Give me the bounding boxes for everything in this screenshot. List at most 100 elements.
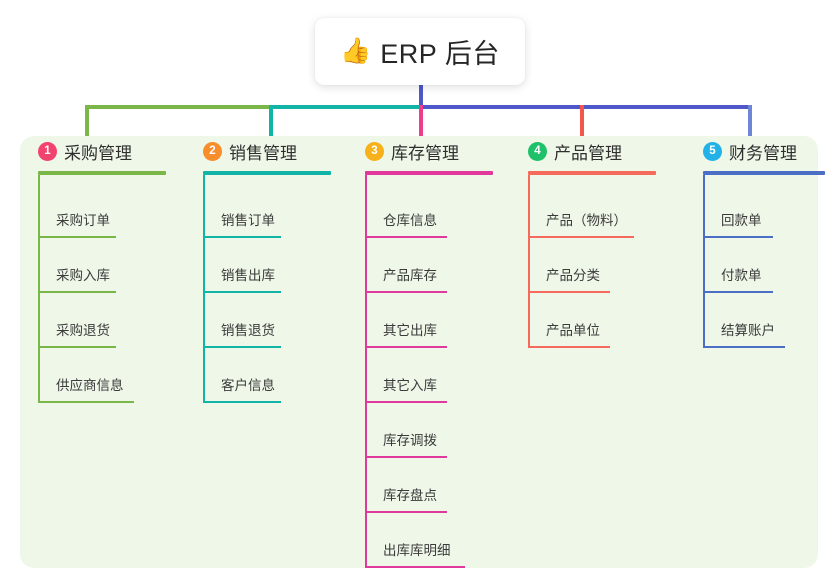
number-badge-icon: 5 xyxy=(703,141,722,161)
leaf-node-rule xyxy=(365,346,447,348)
leaf-node-label: 其它入库 xyxy=(383,378,437,393)
column-title: 库存管理 xyxy=(391,143,459,163)
leaf-node-label: 销售订单 xyxy=(221,213,275,228)
leaf-node-label: 产品分类 xyxy=(546,268,600,283)
column-spine xyxy=(38,175,40,403)
leaf-node-rule xyxy=(703,236,773,238)
drop-col-5 xyxy=(748,105,752,147)
leaf-node[interactable]: 库存盘点 xyxy=(347,458,522,513)
column-header-rule xyxy=(365,171,493,175)
column-header-3[interactable]: 3 库存管理 xyxy=(347,136,522,166)
leaf-node[interactable]: 其它入库 xyxy=(347,348,522,403)
leaf-node-label: 产品库存 xyxy=(383,268,437,283)
leaf-node-label: 销售退货 xyxy=(221,323,275,338)
drop-col-2 xyxy=(269,105,273,147)
bar-indigo xyxy=(419,105,750,109)
number-badge-icon: 3 xyxy=(365,141,384,161)
number-badge-icon: 4 xyxy=(528,141,547,161)
leaf-node-rule xyxy=(703,291,773,293)
leaf-node[interactable]: 产品单位 xyxy=(510,293,685,348)
leaf-node-label: 仓库信息 xyxy=(383,213,437,228)
leaf-node[interactable]: 产品分类 xyxy=(510,238,685,293)
column-header-rule xyxy=(703,171,825,175)
thumbs-up-icon: 👍 xyxy=(340,37,372,65)
leaf-node-label: 产品单位 xyxy=(546,323,600,338)
leaf-node[interactable]: 采购退货 xyxy=(20,293,190,348)
column-title: 销售管理 xyxy=(229,143,297,163)
column-title: 产品管理 xyxy=(554,143,622,163)
leaf-node-label: 库存调拨 xyxy=(383,433,437,448)
root-stem xyxy=(419,85,423,107)
leaf-node-rule xyxy=(38,401,134,403)
leaf-node-label: 产品（物料） xyxy=(546,213,627,228)
leaf-node[interactable]: 采购订单 xyxy=(20,183,190,238)
column-库存管理: 3 库存管理仓库信息产品库存其它出库其它入库库存调拨库存盘点出库库明细 xyxy=(347,136,522,568)
column-header-rule xyxy=(528,171,656,175)
column-title: 采购管理 xyxy=(64,143,132,163)
leaf-node-rule xyxy=(365,511,447,513)
drop-col-3 xyxy=(419,105,423,147)
leaf-node-rule xyxy=(365,566,465,568)
leaf-node[interactable]: 客户信息 xyxy=(185,348,355,403)
leaf-node-label: 结算账户 xyxy=(721,323,775,338)
column-spine xyxy=(203,175,205,403)
leaf-node-rule xyxy=(38,291,116,293)
number-badge-icon: 2 xyxy=(203,141,222,161)
leaf-node[interactable]: 产品库存 xyxy=(347,238,522,293)
root-node-card[interactable]: 👍 ERP 后台 xyxy=(315,18,525,85)
leaf-node-rule xyxy=(365,236,447,238)
leaf-node[interactable]: 产品（物料） xyxy=(510,183,685,238)
drop-col-1 xyxy=(85,105,89,147)
leaf-node-rule xyxy=(38,346,116,348)
leaf-node[interactable]: 其它出库 xyxy=(347,293,522,348)
leaf-node[interactable]: 供应商信息 xyxy=(20,348,190,403)
leaf-node[interactable]: 出库库明细 xyxy=(347,513,522,568)
column-spine xyxy=(528,175,530,348)
leaf-node-rule xyxy=(528,291,610,293)
leaf-node-label: 采购入库 xyxy=(56,268,110,283)
bar-green xyxy=(85,105,271,109)
number-badge-icon: 1 xyxy=(38,141,57,161)
column-spine xyxy=(703,175,705,348)
leaf-node-rule xyxy=(365,291,447,293)
column-header-1[interactable]: 1 采购管理 xyxy=(20,136,190,166)
leaf-node[interactable]: 销售出库 xyxy=(185,238,355,293)
leaf-node[interactable]: 销售订单 xyxy=(185,183,355,238)
column-items: 回款单付款单结算账户 xyxy=(685,175,818,348)
column-销售管理: 2 销售管理销售订单销售出库销售退货客户信息 xyxy=(185,136,355,403)
leaf-node-rule xyxy=(703,346,785,348)
leaf-node-rule xyxy=(365,401,447,403)
column-items: 采购订单采购入库采购退货供应商信息 xyxy=(20,175,190,403)
page-title: ERP 后台 xyxy=(380,39,500,69)
leaf-node-label: 销售出库 xyxy=(221,268,275,283)
column-spine xyxy=(365,175,367,568)
leaf-node-label: 付款单 xyxy=(721,268,762,283)
leaf-node-label: 回款单 xyxy=(721,213,762,228)
leaf-node-rule xyxy=(365,456,447,458)
leaf-node-rule xyxy=(203,236,281,238)
leaf-node-label: 其它出库 xyxy=(383,323,437,338)
leaf-node[interactable]: 销售退货 xyxy=(185,293,355,348)
leaf-node[interactable]: 仓库信息 xyxy=(347,183,522,238)
leaf-node[interactable]: 付款单 xyxy=(685,238,818,293)
leaf-node-label: 采购订单 xyxy=(56,213,110,228)
leaf-node-label: 库存盘点 xyxy=(383,488,437,503)
leaf-node[interactable]: 结算账户 xyxy=(685,293,818,348)
leaf-node-rule xyxy=(203,401,281,403)
leaf-node[interactable]: 库存调拨 xyxy=(347,403,522,458)
column-header-4[interactable]: 4 产品管理 xyxy=(510,136,685,166)
leaf-node-rule xyxy=(203,346,281,348)
leaf-node[interactable]: 回款单 xyxy=(685,183,818,238)
leaf-node-label: 客户信息 xyxy=(221,378,275,393)
leaf-node-label: 供应商信息 xyxy=(56,378,124,393)
leaf-node-rule xyxy=(38,236,116,238)
leaf-node-rule xyxy=(203,291,281,293)
drop-col-4 xyxy=(580,105,584,147)
column-items: 仓库信息产品库存其它出库其它入库库存调拨库存盘点出库库明细 xyxy=(347,175,522,568)
column-产品管理: 4 产品管理产品（物料） 产品分类产品单位 xyxy=(510,136,685,348)
leaf-node[interactable]: 采购入库 xyxy=(20,238,190,293)
column-header-2[interactable]: 2 销售管理 xyxy=(185,136,355,166)
